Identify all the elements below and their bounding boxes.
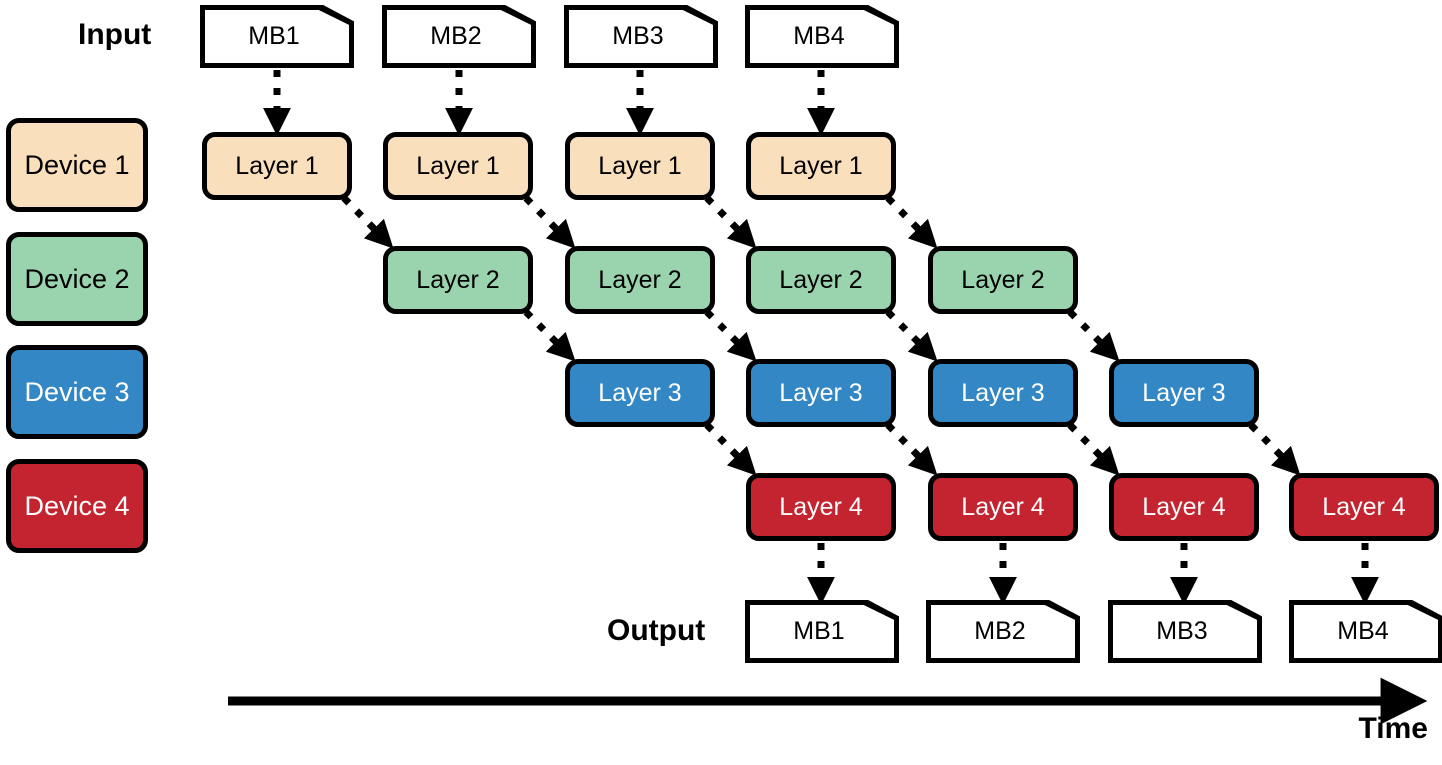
layer-cell-label: Layer 2 (779, 265, 863, 294)
document-fill (931, 605, 1075, 658)
layer-cell-l4-mb4: Layer 4 (1289, 473, 1439, 541)
document-fill (387, 10, 531, 63)
layer-cell-label: Layer 3 (598, 378, 682, 407)
device-legend-label-2: Device 2 (24, 263, 130, 294)
device-legend-2: Device 2 (6, 232, 148, 326)
layer-cell-label: Layer 1 (416, 151, 500, 180)
layer-cell-l3-mb1: Layer 3 (565, 359, 715, 427)
arrow-l3mb1-to-l4mb1 (704, 422, 757, 476)
input-label: Input (78, 18, 152, 51)
input-microbatch-label-4: MB4 (793, 22, 845, 50)
output-microbatch-label-4: MB4 (1337, 617, 1389, 645)
input-microbatch-label-1: MB1 (248, 22, 300, 50)
output-microbatch-1: MB1 (745, 600, 899, 663)
layer-cell-l3-mb2: Layer 3 (746, 359, 896, 427)
layer-cell-label: Layer 3 (961, 378, 1045, 407)
arrow-l1mb2-to-l2mb2 (523, 195, 576, 249)
document-fill (1113, 605, 1257, 658)
document-fill (569, 10, 713, 63)
device-legend-label-3: Device 3 (24, 376, 130, 407)
arrow-l2mb4-to-l3mb4 (1067, 309, 1120, 362)
layer-cell-label: Layer 1 (598, 151, 682, 180)
input-microbatch-2: MB2 (382, 5, 536, 68)
input-microbatch-4: MB4 (745, 5, 899, 68)
arrow-l1mb1-to-l2mb1 (341, 195, 394, 249)
arrow-l2mb3-to-l3mb3 (885, 309, 938, 362)
layer-cell-l4-mb1: Layer 4 (746, 473, 896, 541)
output-microbatch-4: MB4 (1289, 600, 1442, 663)
input-microbatch-label-2: MB2 (430, 22, 482, 50)
layer-cell-l2-mb2: Layer 2 (565, 246, 715, 314)
layer-cell-label: Layer 1 (235, 151, 319, 180)
layer-cell-l4-mb2: Layer 4 (928, 473, 1078, 541)
device-legend-label-4: Device 4 (24, 490, 130, 521)
layer-cell-label: Layer 4 (1142, 492, 1226, 521)
arrow-l2mb2-to-l3mb2 (704, 309, 757, 362)
arrow-l3mb4-to-l4mb4 (1248, 422, 1301, 476)
output-microbatch-label-2: MB2 (974, 617, 1026, 645)
layer-cell-l3-mb4: Layer 3 (1109, 359, 1259, 427)
layer-cell-l1-mb1: Layer 1 (202, 132, 352, 200)
input-microbatch-1: MB1 (200, 5, 354, 68)
layer-cell-l2-mb3: Layer 2 (746, 246, 896, 314)
document-fill (205, 10, 349, 63)
layer-cell-label: Layer 3 (779, 378, 863, 407)
output-microbatch-2: MB2 (926, 600, 1080, 663)
layer-cell-label: Layer 4 (779, 492, 863, 521)
output-label: Output (607, 614, 706, 647)
layer-cell-l2-mb4: Layer 2 (928, 246, 1078, 314)
layer-cell-l4-mb3: Layer 4 (1109, 473, 1259, 541)
layer-cell-label: Layer 2 (961, 265, 1045, 294)
layer-cell-label: Layer 3 (1142, 378, 1226, 407)
device-legend-4: Device 4 (6, 459, 148, 553)
layer-cell-label: Layer 4 (961, 492, 1045, 521)
arrow-l2mb1-to-l3mb1 (523, 309, 576, 362)
time-axis-label: Time (1358, 712, 1428, 745)
arrow-l1mb3-to-l2mb3 (704, 195, 757, 249)
layer-cell-label: Layer 4 (1322, 492, 1406, 521)
document-fill (1294, 605, 1438, 658)
layer-cell-l1-mb4: Layer 1 (746, 132, 896, 200)
output-microbatch-label-3: MB3 (1156, 617, 1208, 645)
layer-cell-label: Layer 2 (598, 265, 682, 294)
input-microbatch-3: MB3 (564, 5, 718, 68)
document-fill (750, 10, 894, 63)
arrow-l3mb3-to-l4mb3 (1067, 422, 1120, 476)
layer-cell-l2-mb1: Layer 2 (383, 246, 533, 314)
device-legend-1: Device 1 (6, 118, 148, 212)
layer-cell-l3-mb3: Layer 3 (928, 359, 1078, 427)
device-legend-3: Device 3 (6, 345, 148, 439)
layer-cell-label: Layer 1 (779, 151, 863, 180)
layer-cell-l1-mb3: Layer 1 (565, 132, 715, 200)
layer-cell-l1-mb2: Layer 1 (383, 132, 533, 200)
output-microbatch-label-1: MB1 (793, 617, 845, 645)
arrow-l3mb2-to-l4mb2 (885, 422, 938, 476)
device-legend-label-1: Device 1 (24, 149, 130, 180)
input-microbatch-label-3: MB3 (612, 22, 664, 50)
output-microbatch-3: MB3 (1108, 600, 1262, 663)
document-fill (750, 605, 894, 658)
arrow-l1mb4-to-l2mb4 (885, 195, 938, 249)
layer-cell-label: Layer 2 (416, 265, 500, 294)
